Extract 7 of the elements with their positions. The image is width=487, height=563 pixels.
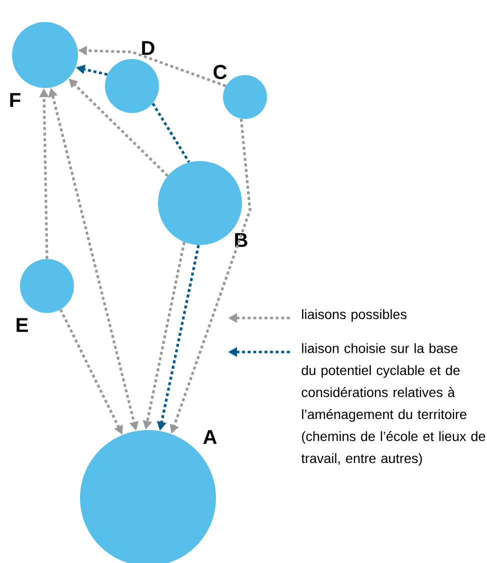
node-label: C: [214, 64, 227, 80]
legend-text: liaison choisie sur la base du potentiel cyclable et de considérations relatives à l’aménagement du territoire (chemins de l’école et lieux de travail, entre autres): [301, 343, 486, 466]
legend-text: liaisons possibles: [302, 309, 406, 322]
node-label: E: [16, 318, 28, 332]
node-label: D: [142, 41, 154, 55]
node-label: F: [10, 93, 20, 107]
node-label: A: [203, 430, 217, 444]
